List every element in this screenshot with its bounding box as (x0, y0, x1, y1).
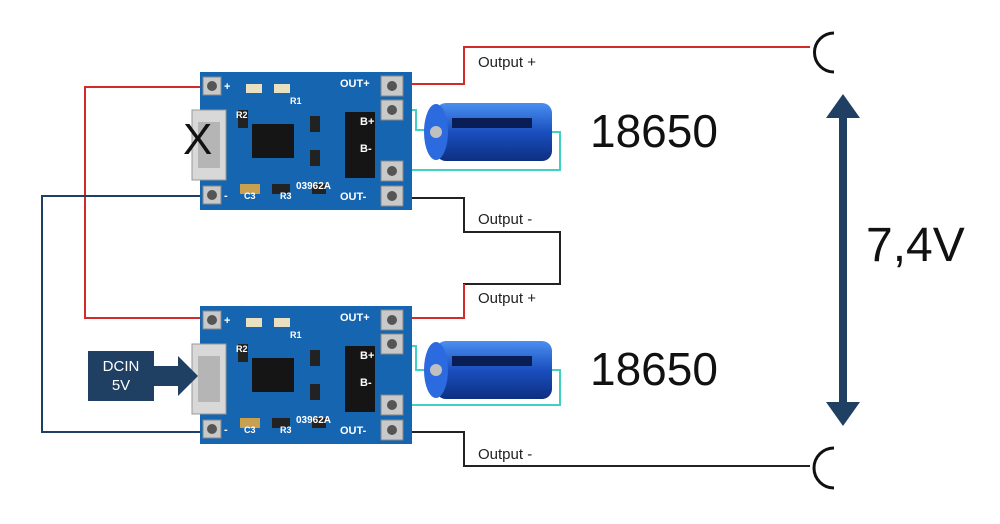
voltage-label: 7,4V (866, 219, 965, 272)
output-plus-bottom-label: Output + (478, 290, 536, 307)
silk-r1-top: R1 (290, 96, 302, 106)
output-plus-top-label: Output + (478, 54, 536, 71)
pin-plus-bottom: + (224, 315, 230, 327)
pin-minus-top: - (224, 190, 228, 202)
silk-code-top: 03962A (296, 181, 331, 192)
silk-r2-bottom: R2 (236, 344, 248, 354)
pin-minus-bottom: - (224, 424, 228, 436)
board-top (191, 72, 412, 210)
wire-positive-link (84, 86, 205, 319)
voltage-arrow (826, 94, 860, 426)
output-minus-top-label: Output - (478, 211, 533, 228)
pin-outplus-bottom: OUT+ (340, 312, 370, 324)
dcin-voltage-label: 5V (111, 377, 131, 394)
battery-top (424, 103, 552, 161)
battery-top-label: 18650 (590, 105, 718, 157)
silk-r2-top: R2 (236, 110, 248, 120)
dcin-arrow-icon (154, 356, 198, 396)
silk-r3-top: R3 (280, 191, 292, 201)
pin-bplus-bottom: B+ (360, 350, 374, 362)
disabled-port-mark: X (183, 115, 213, 164)
silk-c3-bottom: C3 (244, 425, 256, 435)
pin-outminus-top: OUT- (340, 191, 367, 203)
wire-negative-link (41, 195, 205, 433)
pin-bminus-top: B- (360, 143, 372, 155)
dcin-label-box: DCIN 5V (88, 351, 154, 401)
silk-c3-top: C3 (244, 191, 256, 201)
battery-bottom (424, 341, 552, 399)
terminal-top (813, 31, 835, 74)
wire-output-minus-bottom (392, 431, 810, 467)
wire-output-plus-top (392, 46, 810, 85)
wire-battery-bottom-neg (394, 369, 561, 406)
output-minus-bottom-label: Output - (478, 446, 533, 463)
wire-series-link-red (392, 284, 465, 319)
silk-r3-bottom: R3 (280, 425, 292, 435)
wire-battery-top-neg (394, 131, 561, 171)
dcin-label: DCIN (102, 358, 140, 375)
terminal-bottom (812, 446, 835, 490)
pin-bminus-bottom: B- (360, 377, 372, 389)
battery-bottom-label: 18650 (590, 343, 718, 395)
pin-plus-top: + (224, 81, 230, 93)
pin-outplus-top: OUT+ (340, 78, 370, 90)
pin-outminus-bottom: OUT- (340, 425, 367, 437)
pin-bplus-top: B+ (360, 116, 374, 128)
silk-code-bottom: 03962A (296, 415, 331, 426)
silk-r1-bottom: R1 (290, 330, 302, 340)
board-bottom (191, 306, 412, 444)
